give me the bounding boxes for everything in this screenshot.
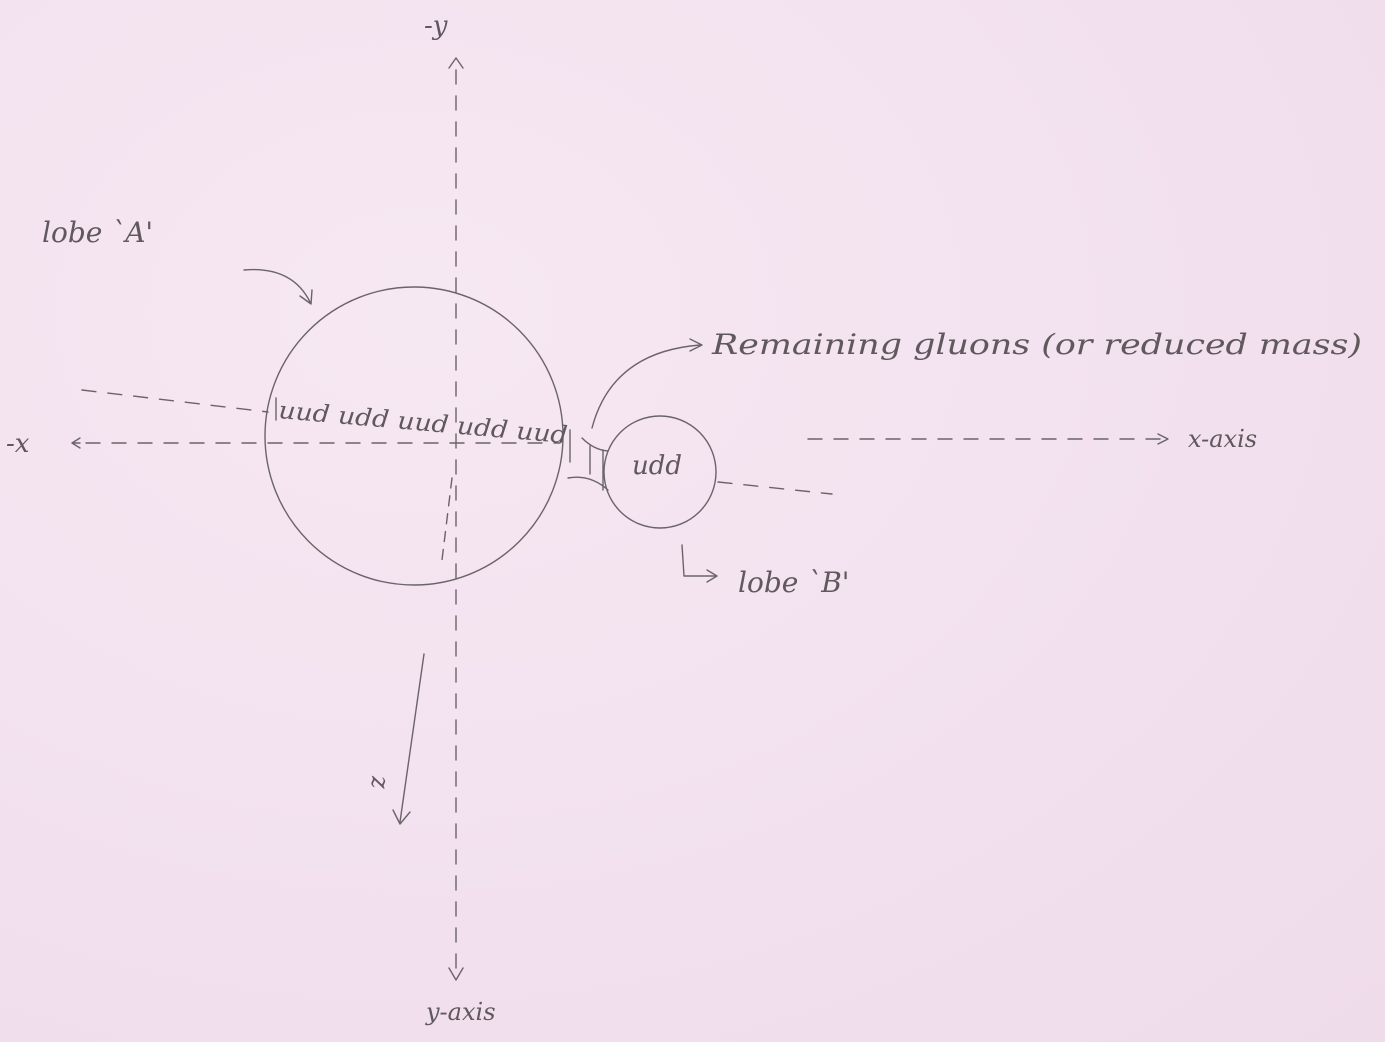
lobe-a-arrow — [243, 268, 311, 303]
z-direction-arrow — [399, 653, 425, 823]
neg-x-arrowhead — [71, 437, 81, 449]
lobe-a-quarks-label: uud udd uud udd uud — [277, 396, 568, 449]
lobe-b-quarks-label: udd — [632, 451, 682, 481]
neg-y-label: -y — [424, 11, 448, 41]
lobe-b-arrow — [681, 544, 717, 577]
remaining-gluons-arrowhead — [689, 338, 703, 352]
lobe-a-circle — [264, 286, 564, 586]
remaining-gluons-label: Remaining gluons (or reduced mass) — [711, 328, 1362, 361]
lobe-a-arrowhead — [299, 289, 313, 305]
gluon-neck-top — [581, 437, 609, 452]
y-axis-top-arrowhead — [448, 57, 464, 69]
z-direction-arrowhead — [392, 809, 411, 825]
z-label: z — [366, 775, 394, 789]
lobe-a-label: lobe `A' — [42, 216, 153, 249]
tilted-axis-right-line — [717, 481, 833, 495]
tilted-axis-line — [81, 389, 269, 413]
x-axis-label: x-axis — [1188, 425, 1257, 453]
lobe-b-arrowhead — [706, 569, 718, 583]
gluon-neck-bottom — [567, 476, 609, 491]
y-axis-bottom-arrowhead — [448, 967, 464, 981]
remaining-gluons-arrow — [591, 344, 701, 429]
neg-x-label: -x — [6, 429, 30, 459]
lobe-b-circle — [603, 415, 717, 529]
x-axis-arrowhead — [1157, 433, 1169, 445]
lobe-b-label: lobe `B' — [738, 566, 849, 599]
inner-dash-line — [441, 477, 453, 561]
y-axis-label: y-axis — [425, 998, 496, 1026]
